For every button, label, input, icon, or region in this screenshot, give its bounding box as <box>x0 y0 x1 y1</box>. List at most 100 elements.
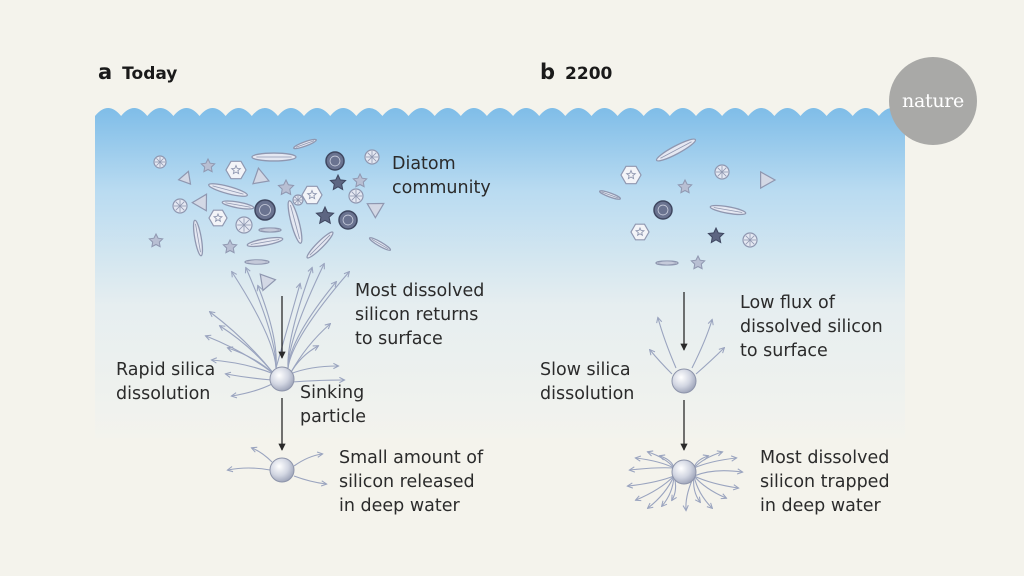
diatom-tri <box>259 273 277 292</box>
diatom-ellipse <box>208 183 248 197</box>
diatom-hex <box>225 160 247 180</box>
small-amount-label: Small amount of silicon released in deep… <box>339 448 484 516</box>
panel-b-letter: b <box>540 60 556 84</box>
diffusion-arrow <box>287 272 349 369</box>
low-flux-label: Low flux of dissolved silicon to surface <box>740 293 883 361</box>
diatom-ellipse <box>246 236 284 248</box>
diffusion-arrow <box>693 452 722 469</box>
diatom-ellipse <box>293 138 317 150</box>
diffusion-arrow <box>212 360 275 375</box>
diffusion-arrow <box>289 366 338 375</box>
diatom-dark <box>338 210 358 230</box>
diatom-darkstar <box>707 226 725 244</box>
diatom-tri <box>366 202 385 219</box>
diatom-tri <box>252 166 271 185</box>
diatom-tri <box>760 170 777 190</box>
diffusion-arrow <box>226 374 273 381</box>
diatom-ellipse <box>598 190 622 200</box>
panel-b-header: b 2200 <box>540 60 612 84</box>
diffusion-arrow <box>693 458 736 469</box>
diatom-ellipse <box>287 200 303 244</box>
diatom-ellipse <box>244 259 270 265</box>
diatom-star <box>352 172 368 188</box>
diatom-ellipse <box>251 152 297 162</box>
diatom-community-label: Diatom community <box>392 154 491 198</box>
diatom-hex <box>630 223 650 241</box>
diatom-star <box>200 157 216 173</box>
diatom-dark <box>653 200 673 220</box>
diffusion-arrow <box>258 286 277 369</box>
diffusion-arrow <box>693 471 742 477</box>
diatom-disc <box>153 155 167 169</box>
diatom-ellipse <box>306 231 334 259</box>
diatom-ellipse <box>258 227 282 233</box>
diffusion-arrow <box>228 468 271 470</box>
diffusion-arrow <box>636 475 675 500</box>
diatom-dark <box>325 151 345 171</box>
diffusion-arrow <box>628 475 675 486</box>
sinking-particle-a-upper <box>269 366 295 392</box>
diffusion-arrow <box>293 454 322 467</box>
diffusion-arrow <box>693 475 712 508</box>
diffusion-arrow <box>293 475 326 484</box>
diffusion-arrow <box>289 324 330 375</box>
diatom-disc <box>348 188 364 204</box>
diffusion-arrow <box>291 380 344 382</box>
panel-a-title: Today <box>122 64 178 84</box>
diffusion-arrow <box>658 318 677 369</box>
diatom-community-a <box>148 138 392 292</box>
diatom-ellipse <box>192 219 204 257</box>
sinking-particle-a-lower <box>269 457 295 483</box>
water-surface-waves <box>95 90 905 116</box>
diatom-ellipse <box>655 138 697 162</box>
sinking-particle-label: Sinking particle <box>300 383 367 427</box>
diatom-tri <box>177 170 192 186</box>
diffusion-arrow <box>693 475 738 488</box>
diatom-disc <box>172 198 188 214</box>
diatom-tri <box>191 193 208 212</box>
diatom-darkstar <box>329 173 347 191</box>
diatom-star <box>690 254 706 270</box>
silicon-trapped-label: Most dissolved silicon trapped in deep w… <box>760 448 890 516</box>
diffusion-arrow <box>630 468 675 470</box>
panel-a-header: a Today <box>98 60 177 84</box>
diatom-hex <box>208 209 228 227</box>
diffusion-arrow <box>648 475 675 508</box>
diatom-hex <box>301 185 323 205</box>
slow-dissolution-label: Slow silica dissolution <box>540 360 635 404</box>
diatom-disc <box>742 232 758 248</box>
diatom-star <box>222 238 238 254</box>
silicon-returns-label: Most dissolved silicon returns to surfac… <box>355 281 485 349</box>
water-body <box>95 108 905 438</box>
diatom-darkstar <box>315 205 335 225</box>
sinking-particle-b-lower <box>671 459 697 485</box>
diffusion-arrow <box>695 348 724 375</box>
diffusion-arrow <box>691 320 712 369</box>
diatom-disc <box>235 216 253 234</box>
diatom-community-b <box>598 138 777 270</box>
diatom-ellipse <box>368 237 392 251</box>
diffusion-arrow <box>232 383 273 396</box>
diatom-disc <box>714 164 730 180</box>
diatom-ellipse <box>655 260 679 266</box>
diatom-ellipse <box>709 204 747 216</box>
diatom-star <box>148 232 164 248</box>
diffusion-arrow <box>648 452 675 469</box>
diffusion-arrow <box>275 284 300 369</box>
diatom-hex <box>620 165 642 185</box>
diatom-star <box>277 178 295 196</box>
diffusion-arrow <box>650 350 673 375</box>
diffusion-arrow <box>220 326 275 375</box>
rapid-dissolution-label: Rapid silica dissolution <box>116 360 216 404</box>
panel-a-letter: a <box>98 60 113 84</box>
diatom-disc <box>292 194 304 206</box>
diffusion-arrow <box>636 458 675 469</box>
diffusion-arrow <box>228 348 275 375</box>
sinking-particle-b-upper <box>671 368 697 394</box>
nature-logo: nature <box>889 57 977 145</box>
diatom-dark <box>254 199 276 221</box>
diatom-star <box>677 178 693 194</box>
panel-b-title: 2200 <box>565 64 613 84</box>
